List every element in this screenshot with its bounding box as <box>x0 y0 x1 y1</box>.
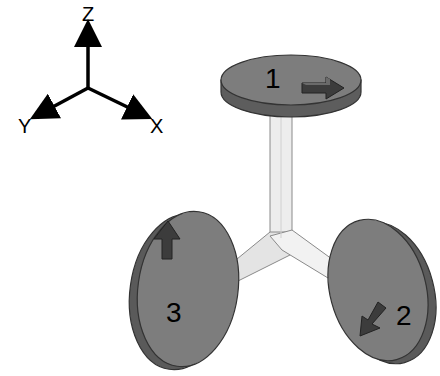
disc: 2 <box>322 212 434 370</box>
disc-shape <box>322 212 434 370</box>
axis-label: Z <box>82 4 94 24</box>
callout-number: 2 <box>396 302 412 330</box>
disc: 3 <box>128 205 246 373</box>
disc: 1 <box>218 52 364 116</box>
callout-number: 3 <box>166 299 182 327</box>
disc-shape <box>128 205 246 373</box>
axis-label: X <box>150 116 163 136</box>
disc-shape <box>218 52 364 116</box>
coordinate-axes <box>36 26 146 116</box>
axis-label: Y <box>18 116 31 136</box>
callout-number: 1 <box>265 65 281 93</box>
connecting-rods <box>226 100 336 282</box>
